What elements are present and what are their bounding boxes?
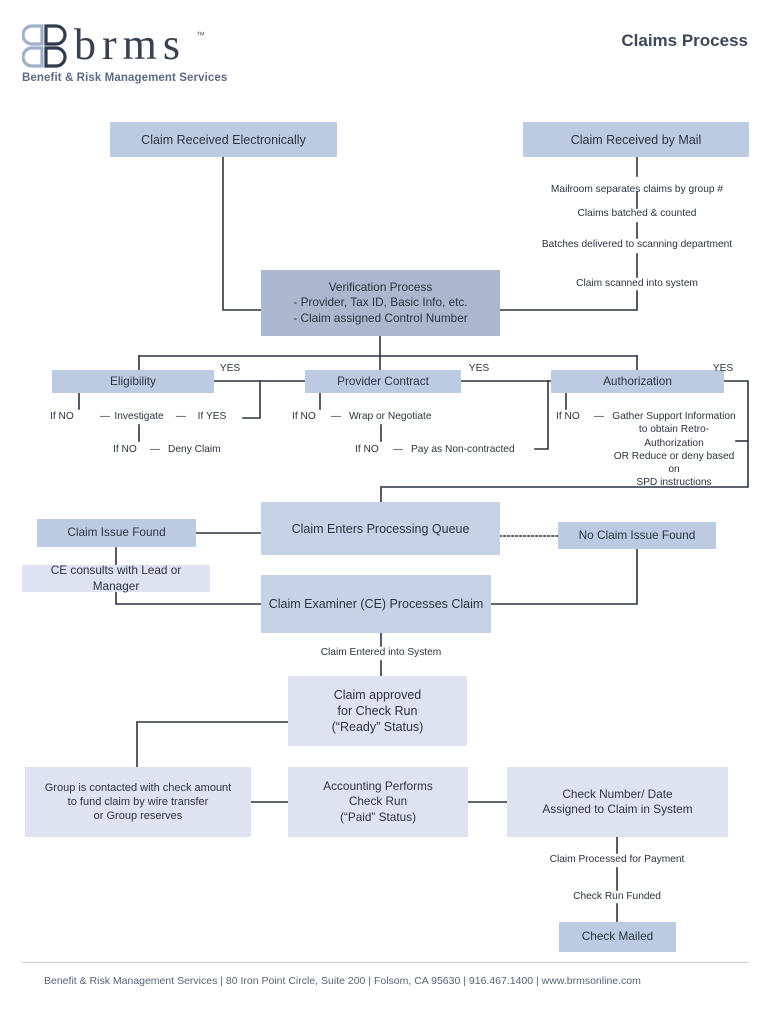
brand-tagline: Benefit & Risk Management Services <box>22 72 228 84</box>
footer-divider <box>22 962 748 963</box>
branch-label-pay-as-non-contracted: Pay as Non-contracted <box>411 444 515 455</box>
node-claim-received-electronically[interactable]: Claim Received Electronically <box>110 122 337 157</box>
branch-label-eligibility-investigate: Investigate <box>114 411 164 422</box>
branch-label-provider-contract-yes: YES <box>468 363 490 374</box>
step-claim-processed-for-payment: Claim Processed for Payment <box>549 854 685 865</box>
brand-wordmark: brms <box>74 20 186 69</box>
node-eligibility[interactable]: Eligibility <box>52 370 214 393</box>
branch-label-eligibility-if-no-2: If NO <box>113 444 137 455</box>
node-accounting-performs-check-run[interactable]: Accounting Performs Check Run (“Paid” St… <box>288 767 468 837</box>
branch-label-gather-support-information: Gather Support Information to obtain Ret… <box>612 411 736 489</box>
node-authorization[interactable]: Authorization <box>551 370 724 393</box>
node-no-claim-issue-found[interactable]: No Claim Issue Found <box>558 522 716 549</box>
branch-label-authorization-yes: YES <box>712 363 734 374</box>
step-batches-delivered-to-scanning: Batches delivered to scanning department <box>541 239 733 250</box>
node-claim-received-by-mail[interactable]: Claim Received by Mail <box>523 122 749 157</box>
brms-clover-logo-icon <box>21 24 70 70</box>
trademark-symbol: ™ <box>196 30 205 40</box>
branch-label-wrap-or-negotiate: Wrap or Negotiate <box>349 411 432 422</box>
branch-label-authorization-if-no: If NO <box>556 411 580 422</box>
step-claim-scanned-into-system: Claim scanned into system <box>576 278 698 289</box>
node-group-is-contacted[interactable]: Group is contacted with check amount to … <box>25 767 251 837</box>
dash-provider-contract-2: — <box>392 444 404 455</box>
step-mailroom-separates-claims: Mailroom separates claims by group # <box>550 184 724 195</box>
node-claim-examiner-processes-claim[interactable]: Claim Examiner (CE) Processes Claim <box>261 575 491 633</box>
dash-eligibility-1: — <box>99 411 111 422</box>
node-claim-approved-for-check-run[interactable]: Claim approved for Check Run (“Ready” St… <box>288 676 467 746</box>
step-check-run-funded: Check Run Funded <box>573 891 661 902</box>
node-claim-enters-processing-queue[interactable]: Claim Enters Processing Queue <box>261 502 500 555</box>
page-header: brms ™ Benefit & Risk Management Service… <box>0 0 770 100</box>
branch-label-eligibility-deny-claim: Deny Claim <box>168 444 221 455</box>
step-claims-batched-counted: Claims batched & counted <box>577 208 697 219</box>
node-verification-process[interactable]: Verification Process - Provider, Tax ID,… <box>261 270 500 336</box>
node-ce-consults-with-lead-or-manager[interactable]: CE consults with Lead or Manager <box>22 563 210 593</box>
branch-label-eligibility-if-no: If NO <box>50 411 74 422</box>
dash-authorization-1: — <box>593 411 605 422</box>
dash-eligibility-2: — <box>175 411 187 422</box>
step-claim-entered-into-system: Claim Entered into System <box>320 647 442 658</box>
node-check-mailed[interactable]: Check Mailed <box>559 922 676 952</box>
dash-provider-contract-1: — <box>330 411 342 422</box>
footer-contact-text: Benefit & Risk Management Services | 80 … <box>44 975 641 987</box>
page-title: Claims Process <box>621 31 748 50</box>
branch-label-provider-contract-if-no-2: If NO <box>355 444 379 455</box>
branch-label-eligibility-if-yes: If YES <box>197 411 227 422</box>
branch-label-eligibility-yes: YES <box>219 363 241 374</box>
node-claim-issue-found[interactable]: Claim Issue Found <box>37 519 196 547</box>
node-provider-contract[interactable]: Provider Contract <box>305 370 461 393</box>
branch-label-provider-contract-if-no: If NO <box>292 411 316 422</box>
node-check-number-date-assigned[interactable]: Check Number/ Date Assigned to Claim in … <box>507 767 728 837</box>
dash-eligibility-3: — <box>149 444 161 455</box>
